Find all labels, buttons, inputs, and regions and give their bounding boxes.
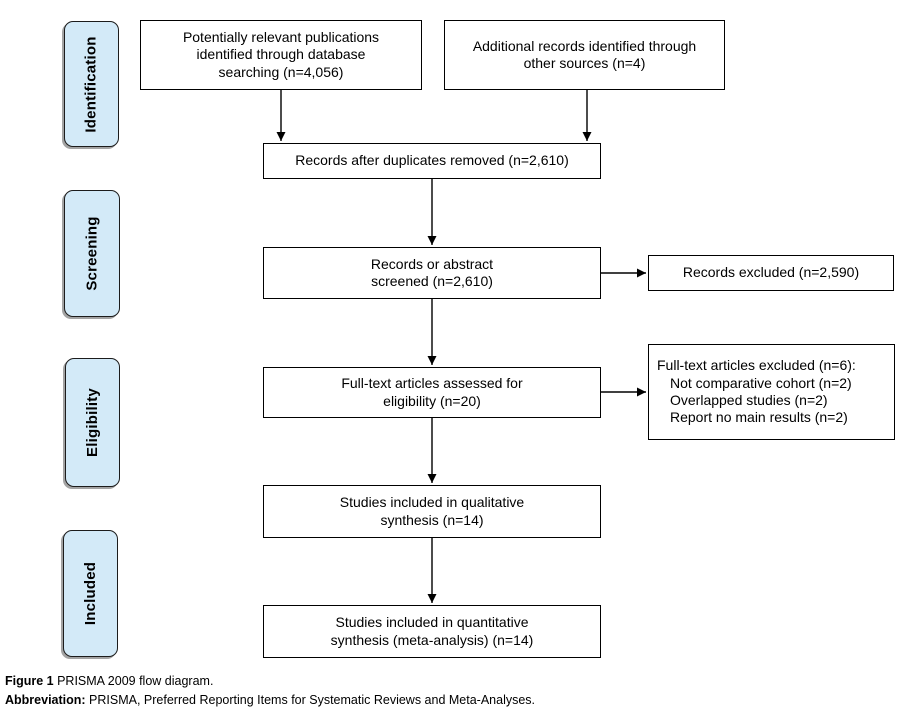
figure-title-text: PRISMA 2009 flow diagram.: [53, 674, 214, 688]
flow-box-line: other sources (n=4): [523, 55, 646, 71]
stage-label-text: Identification: [83, 35, 101, 133]
figure-number-label: Figure 1: [5, 674, 54, 688]
flow-box-line: Additional records identified through: [472, 37, 697, 54]
figure-caption: Figure 1 PRISMA 2009 flow diagram. Abbre…: [5, 672, 535, 710]
flow-box-excluded-reason: Report no main results (n=2): [670, 409, 848, 426]
flow-box-line: Studies included in quantitative: [335, 614, 529, 631]
flow-box-duplicates-removed: Records after duplicates removed (n=2,61…: [263, 143, 601, 179]
stage-label-identification: Identification: [64, 21, 119, 147]
abbreviation-text: PRISMA, Preferred Reporting Items for Sy…: [85, 693, 536, 707]
flow-box-line: Records or abstract: [370, 255, 494, 272]
stage-label-screening: Screening: [64, 190, 120, 317]
flow-box-excluded-reason: Not comparative cohort (n=2): [670, 374, 852, 391]
flow-box-line: synthesis (meta-analysis) (n=14): [330, 631, 534, 648]
flow-box-line: eligibility (n=20): [383, 392, 481, 409]
caption-figure-line: Figure 1 PRISMA 2009 flow diagram.: [5, 672, 535, 691]
flow-box-line: screened (n=2,610): [371, 273, 493, 289]
flow-box-line: Full-text articles assessed for: [341, 375, 523, 392]
flow-box-line: identified through database: [196, 46, 366, 63]
flow-box-qualitative-synthesis: Studies included in qualitative synthesi…: [263, 485, 601, 538]
flow-box-fulltext-assessed: Full-text articles assessed for eligibil…: [263, 367, 601, 418]
flow-box-line: searching (n=4,056): [218, 63, 344, 80]
flow-box-line: Potentially relevant publications: [182, 28, 380, 45]
stage-label-included: Included: [63, 530, 118, 657]
flow-box-other-sources: Additional records identified through ot…: [444, 20, 725, 90]
flow-box-quantitative-synthesis: Studies included in quantitative synthes…: [263, 605, 601, 658]
flow-box-line: Records after duplicates removed (n=2,61…: [295, 152, 569, 169]
flow-box-records-screened: Records or abstract screened (n=2,610): [263, 247, 601, 299]
caption-abbreviation-line: Abbreviation: PRISMA, Preferred Reportin…: [5, 691, 535, 710]
flow-box-line: synthesis (n=14): [380, 511, 484, 528]
stage-label-text: Eligibility: [84, 388, 101, 457]
flow-box-excluded-reason: Overlapped studies (n=2): [670, 392, 828, 408]
abbreviation-label: Abbreviation:: [5, 693, 86, 707]
stage-label-text: Screening: [83, 216, 101, 291]
flow-box-line: Full-text articles excluded (n=6):: [657, 357, 856, 374]
flow-box-fulltext-excluded: Full-text articles excluded (n=6): Not c…: [648, 344, 895, 440]
flow-box-records-excluded: Records excluded (n=2,590): [648, 255, 894, 291]
flow-box-line: Studies included in qualitative: [339, 494, 525, 511]
stage-label-eligibility: Eligibility: [65, 358, 120, 487]
flow-box-line: Records excluded (n=2,590): [682, 264, 860, 281]
stage-label-text: Included: [82, 561, 99, 626]
flow-box-database-records: Potentially relevant publications identi…: [140, 20, 422, 90]
